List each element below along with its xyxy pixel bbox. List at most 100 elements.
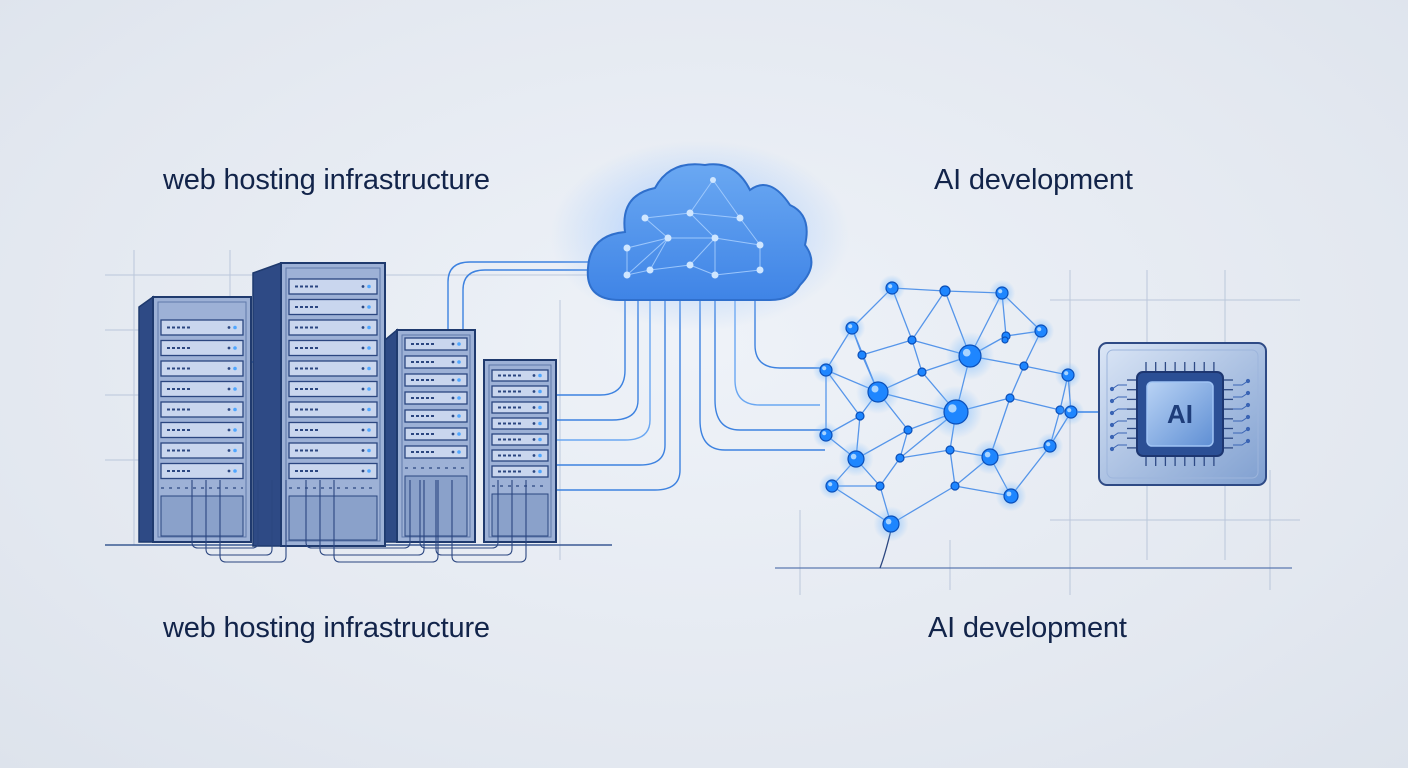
server-bay bbox=[404, 337, 468, 351]
status-led bbox=[457, 342, 461, 346]
bay-vent bbox=[300, 429, 303, 431]
rack-side bbox=[384, 328, 398, 543]
bay-vent bbox=[431, 397, 434, 399]
status-led bbox=[233, 448, 237, 453]
bay-vent bbox=[503, 438, 506, 441]
status-led bbox=[532, 454, 536, 457]
status-led bbox=[227, 449, 231, 452]
server-bay bbox=[160, 339, 244, 357]
network-edge bbox=[861, 339, 913, 356]
bay-vent bbox=[421, 343, 424, 345]
server-bay bbox=[160, 401, 244, 418]
bay-vent bbox=[182, 429, 185, 431]
status-led bbox=[451, 432, 455, 436]
status-led bbox=[451, 414, 455, 418]
status-led bbox=[367, 305, 371, 309]
ai-chip-icon: AI bbox=[1098, 342, 1267, 486]
bay-vent bbox=[426, 379, 429, 381]
bay-vent bbox=[498, 454, 501, 457]
network-node bbox=[1034, 324, 1048, 338]
status-led bbox=[367, 346, 371, 350]
ai-development-label-top: AI development bbox=[934, 164, 1133, 196]
bay-vent bbox=[416, 397, 419, 399]
neural-network-icon bbox=[812, 274, 1099, 569]
network-node bbox=[903, 425, 913, 435]
rack-base-panel bbox=[491, 493, 549, 537]
bay-vent bbox=[305, 367, 308, 370]
bay-vent bbox=[177, 470, 180, 472]
bay-vent bbox=[431, 451, 434, 453]
server-bay bbox=[288, 401, 378, 418]
network-node bbox=[1061, 368, 1075, 382]
status-led bbox=[233, 325, 237, 330]
bay-vent bbox=[167, 367, 170, 370]
node-highlight bbox=[948, 404, 957, 413]
node-highlight bbox=[822, 366, 827, 371]
bay-vent bbox=[167, 429, 170, 431]
bay-vent bbox=[182, 326, 185, 329]
status-led bbox=[367, 284, 371, 289]
status-led bbox=[538, 437, 542, 442]
trace-dot bbox=[1245, 378, 1251, 384]
bay-vent bbox=[518, 470, 521, 473]
bay-vent bbox=[167, 347, 170, 349]
status-led bbox=[361, 346, 365, 350]
status-led bbox=[532, 438, 536, 441]
status-led bbox=[532, 422, 536, 425]
bay-vent bbox=[300, 285, 303, 288]
server-bay bbox=[404, 391, 468, 405]
bay-vent bbox=[187, 470, 190, 472]
server-bay bbox=[160, 319, 244, 336]
chip-trace bbox=[1233, 404, 1249, 410]
bay-vent bbox=[182, 408, 185, 411]
server-bay bbox=[288, 442, 378, 459]
network-edge bbox=[879, 457, 901, 487]
bay-vent bbox=[508, 438, 511, 441]
chip-trace bbox=[1111, 396, 1127, 402]
network-node bbox=[917, 367, 927, 377]
status-led bbox=[538, 453, 542, 458]
status-led bbox=[361, 367, 365, 370]
status-led bbox=[227, 428, 231, 432]
bay-vent bbox=[315, 367, 318, 370]
status-led bbox=[233, 366, 237, 371]
status-led bbox=[367, 325, 371, 330]
network-node bbox=[895, 453, 905, 463]
bay-vent bbox=[411, 379, 414, 381]
server-bay bbox=[404, 373, 468, 387]
server-bay bbox=[288, 298, 378, 316]
cloud-icon bbox=[550, 140, 850, 330]
bay-vent bbox=[416, 361, 419, 363]
network-node bbox=[882, 515, 900, 533]
chip-trace bbox=[1233, 440, 1249, 446]
network-node bbox=[845, 321, 859, 335]
node-highlight bbox=[885, 518, 892, 525]
node-highlight bbox=[1064, 371, 1069, 376]
status-led bbox=[457, 414, 461, 418]
network-nodes bbox=[812, 274, 1085, 542]
bay-vent bbox=[300, 326, 303, 329]
bay-vent bbox=[498, 406, 501, 409]
bay-vent bbox=[182, 367, 185, 370]
bay-vent bbox=[315, 470, 318, 472]
bay-vent bbox=[421, 379, 424, 381]
bay-vent bbox=[295, 408, 298, 411]
server-bay bbox=[404, 409, 468, 423]
bay-vent bbox=[426, 451, 429, 453]
status-led bbox=[227, 326, 231, 329]
bay-vent bbox=[513, 470, 516, 473]
rack-base-panel bbox=[160, 495, 244, 537]
bay-vent bbox=[315, 306, 318, 308]
server-bay bbox=[160, 462, 244, 480]
status-led bbox=[457, 450, 461, 454]
server-rack-3 bbox=[384, 328, 476, 543]
web-hosting-label-top: web hosting infrastructure bbox=[163, 164, 490, 196]
trace-dot bbox=[1245, 414, 1251, 420]
node-highlight bbox=[848, 324, 853, 329]
bay-vent bbox=[310, 326, 313, 329]
bay-vent bbox=[177, 429, 180, 431]
bay-vent bbox=[503, 422, 506, 425]
network-edge bbox=[899, 449, 951, 459]
status-led bbox=[457, 432, 461, 436]
bay-vent bbox=[295, 429, 298, 431]
